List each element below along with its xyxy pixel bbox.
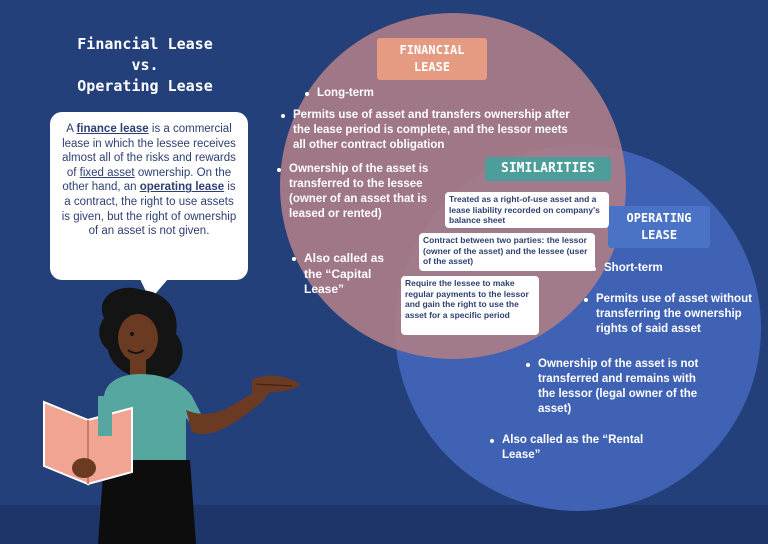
similarities-label: SIMILARITIES bbox=[485, 157, 611, 181]
financial-point: Permits use of asset and transfers owner… bbox=[281, 108, 583, 153]
operating-point: Also called as the “Rental Lease” bbox=[490, 433, 662, 463]
similarity-item: Require the lessee to make regular payme… bbox=[401, 276, 539, 335]
intro-text: is a commercial lease in which the lesse… bbox=[62, 123, 236, 179]
financial-point: Long-term bbox=[305, 86, 437, 101]
financial-point: Also called as the “Capital Lease” bbox=[292, 251, 404, 298]
finance-lease-link[interactable]: finance lease bbox=[76, 123, 149, 135]
speech-bubble-tail bbox=[140, 279, 168, 300]
intro-text: ownership. On the other hand, an bbox=[62, 166, 232, 194]
operating-lease-link[interactable]: operating lease bbox=[139, 181, 225, 194]
financial-point: Ownership of the asset is transferred to… bbox=[277, 162, 435, 222]
operating-lease-label: OPERATING LEASE bbox=[608, 206, 710, 248]
fixed-asset-link[interactable]: fixed asset bbox=[79, 166, 135, 179]
operating-point: Ownership of the asset is not transferre… bbox=[526, 357, 708, 417]
financial-lease-circle bbox=[280, 13, 626, 359]
similarity-item: Treated as a right-of-use asset and a le… bbox=[445, 192, 609, 228]
similarity-item: Contract between two parties: the lessor… bbox=[419, 233, 595, 271]
intro-text: is a contract, the right to use assets i… bbox=[61, 181, 237, 238]
page-title: Financial Lease vs. Operating Lease bbox=[77, 35, 213, 95]
definition-bubble: A finance lease is a commercial lease in… bbox=[50, 112, 248, 280]
financial-lease-label: FINANCIAL LEASE bbox=[377, 38, 487, 80]
operating-point: Short-term bbox=[592, 261, 724, 276]
intro-text: A bbox=[66, 123, 77, 135]
operating-point: Permits use of asset without transferrin… bbox=[584, 292, 756, 337]
presenter-illustration bbox=[43, 287, 300, 544]
